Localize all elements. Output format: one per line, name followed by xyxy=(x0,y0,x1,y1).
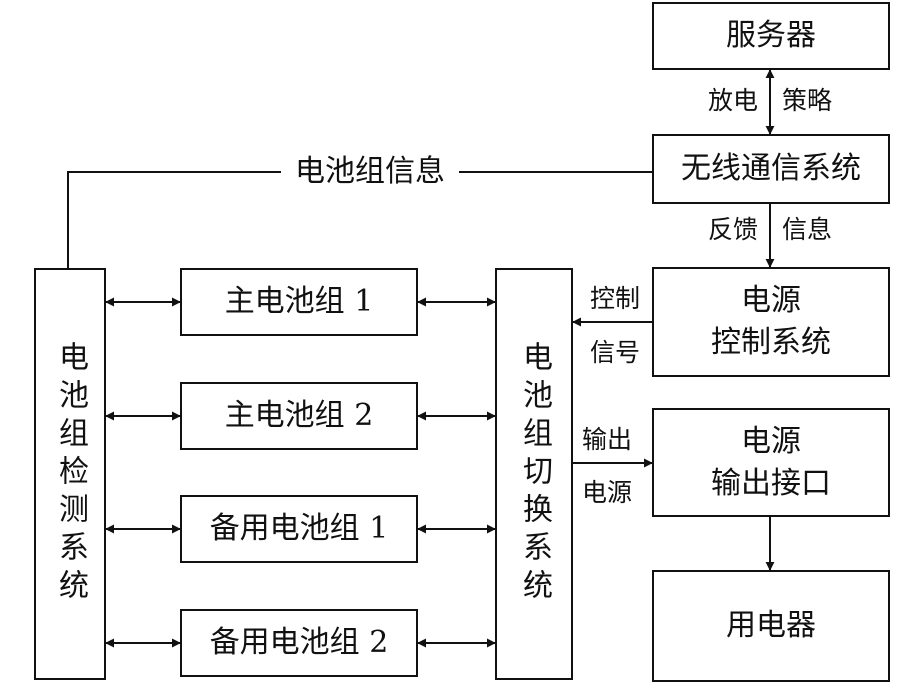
output-power-label-line1: 输出 xyxy=(582,425,633,454)
output-power-label-line2: 电源 xyxy=(582,478,633,507)
main-battery-1-box: 主电池组 1 xyxy=(180,268,418,336)
main-battery-1-label: 主电池组 1 xyxy=(224,284,374,319)
control-signal-label-line1: 控制 xyxy=(590,284,641,313)
power-output-label-line1: 电源 xyxy=(741,423,801,459)
backup-battery-2-box: 备用电池组 2 xyxy=(180,609,418,677)
strategy-label: 策略 xyxy=(782,86,833,115)
feedback-label: 反馈 xyxy=(708,215,759,244)
info-label: 信息 xyxy=(782,215,833,244)
backup-battery-2-label: 备用电池组 2 xyxy=(209,625,389,660)
battery-switch-system-label: 电池组切换系统 xyxy=(517,341,552,607)
power-control-label-line2: 控制系统 xyxy=(711,325,831,360)
backup-battery-1-label: 备用电池组 1 xyxy=(209,511,389,546)
power-output-box: 电源 输出接口 xyxy=(652,408,890,517)
server-box: 服务器 xyxy=(652,2,890,70)
discharge-label: 放电 xyxy=(708,86,759,115)
appliance-label: 用电器 xyxy=(726,608,816,643)
power-control-label-line1: 电源 xyxy=(741,283,801,318)
main-battery-2-label: 主电池组 2 xyxy=(224,398,374,433)
server-label: 服务器 xyxy=(726,18,816,53)
wireless-system-label: 无线通信系统 xyxy=(681,151,861,186)
wireless-system-box: 无线通信系统 xyxy=(652,134,890,204)
backup-battery-1-box: 备用电池组 1 xyxy=(180,495,418,563)
control-signal-label-line2: 信号 xyxy=(590,338,641,367)
battery-switch-system-box: 电池组切换系统 xyxy=(495,268,573,680)
power-output-label-line2: 输出接口 xyxy=(711,465,831,501)
power-control-box: 电源 控制系统 xyxy=(652,267,890,377)
battery-detection-system-label: 电池组检测系统 xyxy=(53,341,88,607)
battery-info-label: 电池组信息 xyxy=(281,154,459,190)
appliance-box: 用电器 xyxy=(652,570,890,682)
battery-detection-system-box: 电池组检测系统 xyxy=(34,268,106,680)
main-battery-2-box: 主电池组 2 xyxy=(180,382,418,450)
